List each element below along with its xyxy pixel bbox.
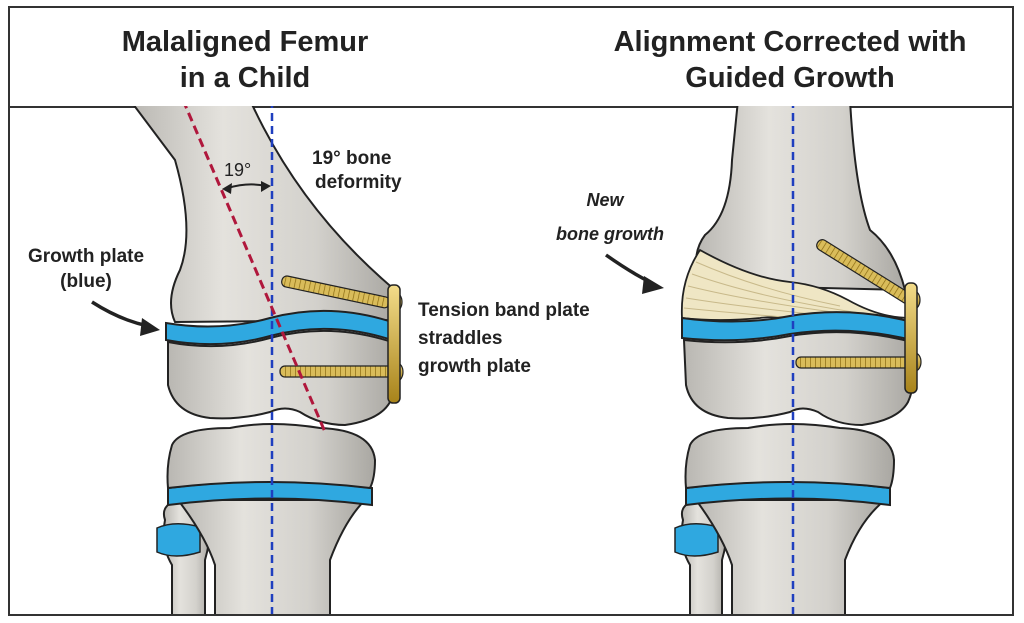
right-knee <box>604 106 922 614</box>
left-knee <box>91 106 404 614</box>
header-bar: Malaligned Femur in a Child Alignment Co… <box>10 8 1012 108</box>
tension-band-label-line-3: growth plate <box>418 356 531 377</box>
deformity-label-line-2: deformity <box>315 172 402 193</box>
angle-arrow-head-left <box>222 183 232 194</box>
right-tension-band-plate <box>904 282 918 394</box>
left-panel-title: Malaligned Femur in a Child <box>80 24 410 96</box>
right-title-line-2: Guided Growth <box>685 62 895 94</box>
growth-plate-label-line-1: Growth plate <box>28 246 144 267</box>
growth-plate-pointer-head <box>140 318 160 336</box>
left-title-line-2: in a Child <box>179 62 311 94</box>
right-tibia-epiphysis <box>684 423 896 490</box>
left-fibula-cartilage <box>156 523 201 557</box>
deformity-label-line-1: 19° bone <box>312 148 391 169</box>
tension-band-label-line-1: Tension band plate <box>418 300 590 321</box>
new-growth-pointer-head <box>642 276 664 294</box>
right-tibia-shaft <box>694 499 888 614</box>
new-growth-label-line-2: bone growth <box>556 224 664 244</box>
left-femur-condyles <box>167 329 397 427</box>
angle-label: 19° <box>224 160 251 180</box>
left-title-line-1: Malaligned Femur <box>121 26 369 58</box>
new-growth-pointer-arrow <box>604 253 651 284</box>
right-femur-condyles <box>682 331 916 427</box>
right-title-line-1: Alignment Corrected with <box>613 26 967 58</box>
new-growth-label-line-1: New <box>586 190 624 210</box>
left-tension-band-plate <box>387 284 401 404</box>
left-deformity-line <box>183 106 327 433</box>
left-femur-shaft <box>133 106 396 324</box>
angle-arrow-head-right <box>261 181 271 192</box>
right-fibula-cartilage <box>674 523 719 557</box>
right-panel-title: Alignment Corrected with Guided Growth <box>595 24 985 96</box>
right-femur-shaft <box>695 106 907 292</box>
growth-plate-label-line-2: (blue) <box>60 271 112 292</box>
growth-plate-pointer-arrow <box>91 300 149 328</box>
tension-band-label-line-2: straddles <box>418 328 502 349</box>
